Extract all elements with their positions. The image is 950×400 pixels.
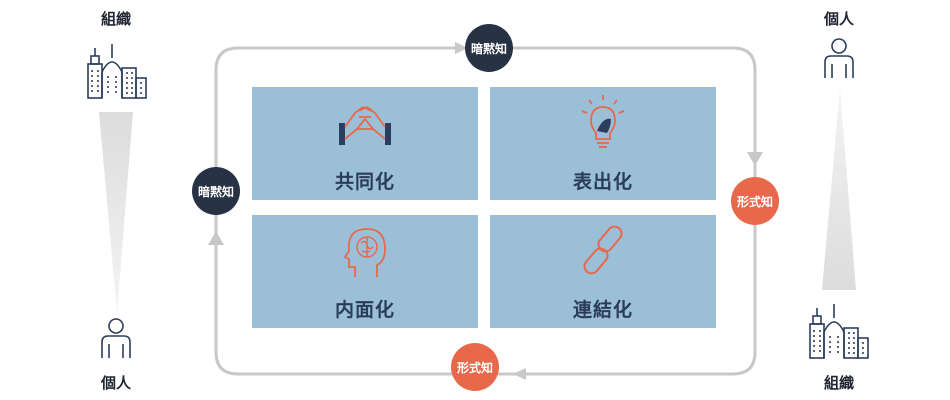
quadrant-combination: 連結化	[490, 215, 716, 328]
right-funnel	[822, 88, 856, 290]
lightbulb-icon	[581, 95, 625, 148]
buildings-icon	[87, 44, 147, 99]
explicit-knowledge-node-bottom: 形式知	[451, 343, 499, 391]
quadrant-externalization: 表出化	[490, 87, 716, 200]
person-icon	[101, 318, 131, 358]
quadrant-label: 連結化	[572, 299, 633, 321]
tacit-knowledge-node-left: 暗黙知	[192, 167, 240, 215]
buildings-icon	[809, 304, 869, 359]
handshake-icon	[339, 106, 391, 145]
arrow-bottom-left	[513, 368, 526, 380]
arrow-top-right	[455, 42, 468, 54]
quadrant-socialization: 共同化	[252, 87, 478, 200]
person-icon	[824, 38, 854, 78]
right-axis-bottom-label: 組織	[823, 374, 854, 392]
tacit-knowledge-node-top: 暗黙知	[465, 24, 513, 72]
right-axis-top-label: 個人	[823, 10, 854, 28]
quadrant-label: 共同化	[334, 171, 395, 193]
cycle-loop	[214, 46, 757, 376]
head-brain-icon	[343, 228, 386, 277]
arrow-left-up	[208, 231, 224, 245]
left-funnel	[99, 112, 133, 313]
left-axis-bottom-label: 個人	[100, 374, 131, 392]
explicit-knowledge-node-right: 形式知	[731, 177, 779, 225]
quadrant-label: 内面化	[334, 299, 395, 321]
quadrant-internalization: 内面化	[252, 215, 478, 328]
arrow-right-down	[747, 152, 763, 166]
quadrant-label: 表出化	[572, 171, 633, 193]
left-axis-top-label: 組織	[100, 10, 131, 28]
chain-link-icon	[583, 225, 623, 275]
